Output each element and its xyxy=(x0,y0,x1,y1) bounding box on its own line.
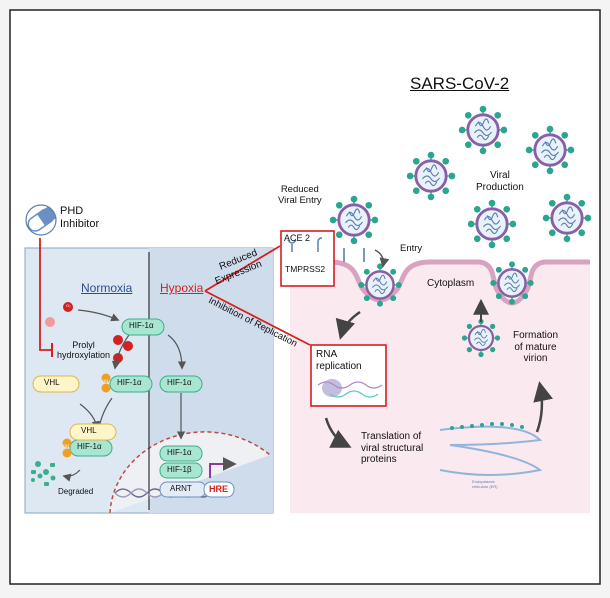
entry-label: Entry xyxy=(400,243,423,254)
viral-production-label: Viral Production xyxy=(476,170,524,193)
virus-icon-entering xyxy=(328,194,380,246)
vhl-label: VHL xyxy=(44,378,60,387)
hif1a-label: HIF-1α xyxy=(117,378,142,387)
hydroxylation-arrow xyxy=(111,334,130,370)
normoxia-heading: Normoxia xyxy=(81,281,133,295)
phd-inhibitor-label: PHD Inhibitor xyxy=(60,205,100,230)
hif1b-label: HIF-1β xyxy=(167,465,192,474)
reduced-viral-entry-label: Reduced Viral Entry xyxy=(278,184,322,206)
hif1a-badge xyxy=(121,318,165,336)
oh-label: OH xyxy=(63,443,69,448)
prolyl-hydroxylation-label: Prolyl hydroxylation xyxy=(57,340,111,361)
degraded-label: Degraded xyxy=(58,487,94,496)
arnt-label: ARNT xyxy=(170,484,192,493)
oh-group-icon xyxy=(101,373,111,393)
figure-title: SARS-CoV-2 xyxy=(410,74,510,93)
ribosome-icon xyxy=(322,379,342,397)
er-icon xyxy=(439,425,543,476)
rna-strand-2 xyxy=(329,390,379,398)
o2-molecule xyxy=(45,317,55,327)
virus-icon xyxy=(524,124,576,176)
hif1a-badge xyxy=(159,375,203,393)
vhl-label: VHL xyxy=(81,426,97,435)
o2-arrow xyxy=(77,309,120,322)
o2-molecule xyxy=(113,335,123,345)
tmprss2-label: TMPRSS2 xyxy=(285,264,326,274)
o2-molecule xyxy=(113,353,123,363)
hif1b-badge xyxy=(159,462,203,479)
inhibit-line-replication xyxy=(204,290,311,346)
er-label: Endoplasmic reticulum (ER) xyxy=(472,479,498,489)
translation-label: Translation of viral structural proteins xyxy=(361,431,424,465)
entry-arrow xyxy=(374,249,390,268)
vhl-badge xyxy=(32,375,80,393)
cytoplasm-label: Cytoplasm xyxy=(427,278,475,289)
virus-icon-endosome xyxy=(357,262,403,308)
virus-icon xyxy=(457,104,509,156)
receptor-pins xyxy=(343,248,365,262)
cell-membrane xyxy=(290,259,590,306)
rna-replication-label: RNA replication xyxy=(316,349,362,372)
receptor-box xyxy=(280,230,335,287)
er-ribosomes xyxy=(450,422,524,430)
o2-molecule xyxy=(123,341,133,351)
inhibit-line-phd xyxy=(39,238,52,351)
degrade-arrow xyxy=(62,469,81,482)
pill-icon xyxy=(27,206,57,232)
virus-icon-mature xyxy=(460,317,502,359)
virus-icon xyxy=(405,150,457,202)
oh-group-icon xyxy=(62,438,72,458)
virus-icon-budding xyxy=(489,260,535,306)
hif1a-label: HIF-1α xyxy=(129,321,154,330)
arrow-to-translation xyxy=(324,417,352,448)
pill-circle xyxy=(25,204,57,236)
arrow-to-rna xyxy=(335,310,361,340)
hif1a-label: HIF-1α xyxy=(167,378,192,387)
cell-cytoplasm xyxy=(290,262,590,513)
arrow-to-formation xyxy=(533,381,553,433)
degraded-fragments-icon xyxy=(31,461,56,486)
hre-label: HRE xyxy=(209,484,229,494)
transcription-arrow xyxy=(209,457,237,478)
o2-molecule xyxy=(63,302,73,312)
vhl-badge xyxy=(69,423,117,441)
inhibit-line-expression xyxy=(204,245,281,292)
hif1a-badge xyxy=(109,375,153,393)
hif1a-label: HIF-1α xyxy=(167,448,192,457)
hif1a-label: HIF-1α xyxy=(77,442,102,451)
oh-label: OH xyxy=(102,378,108,383)
hif1a-badge xyxy=(159,445,203,462)
formation-label: Formation of mature virion xyxy=(513,330,559,364)
ace2-label: ACE 2 xyxy=(284,233,311,243)
hre-badge xyxy=(203,481,235,498)
rna-strand xyxy=(317,381,383,389)
virus-icon xyxy=(541,192,593,244)
ace2-receptor-icon xyxy=(287,237,323,252)
virus-icon xyxy=(466,198,518,250)
o2-label: O₂ xyxy=(66,303,71,308)
hypoxia-arrow-1 xyxy=(167,334,187,370)
hypoxia-heading: Hypoxia xyxy=(160,281,204,295)
